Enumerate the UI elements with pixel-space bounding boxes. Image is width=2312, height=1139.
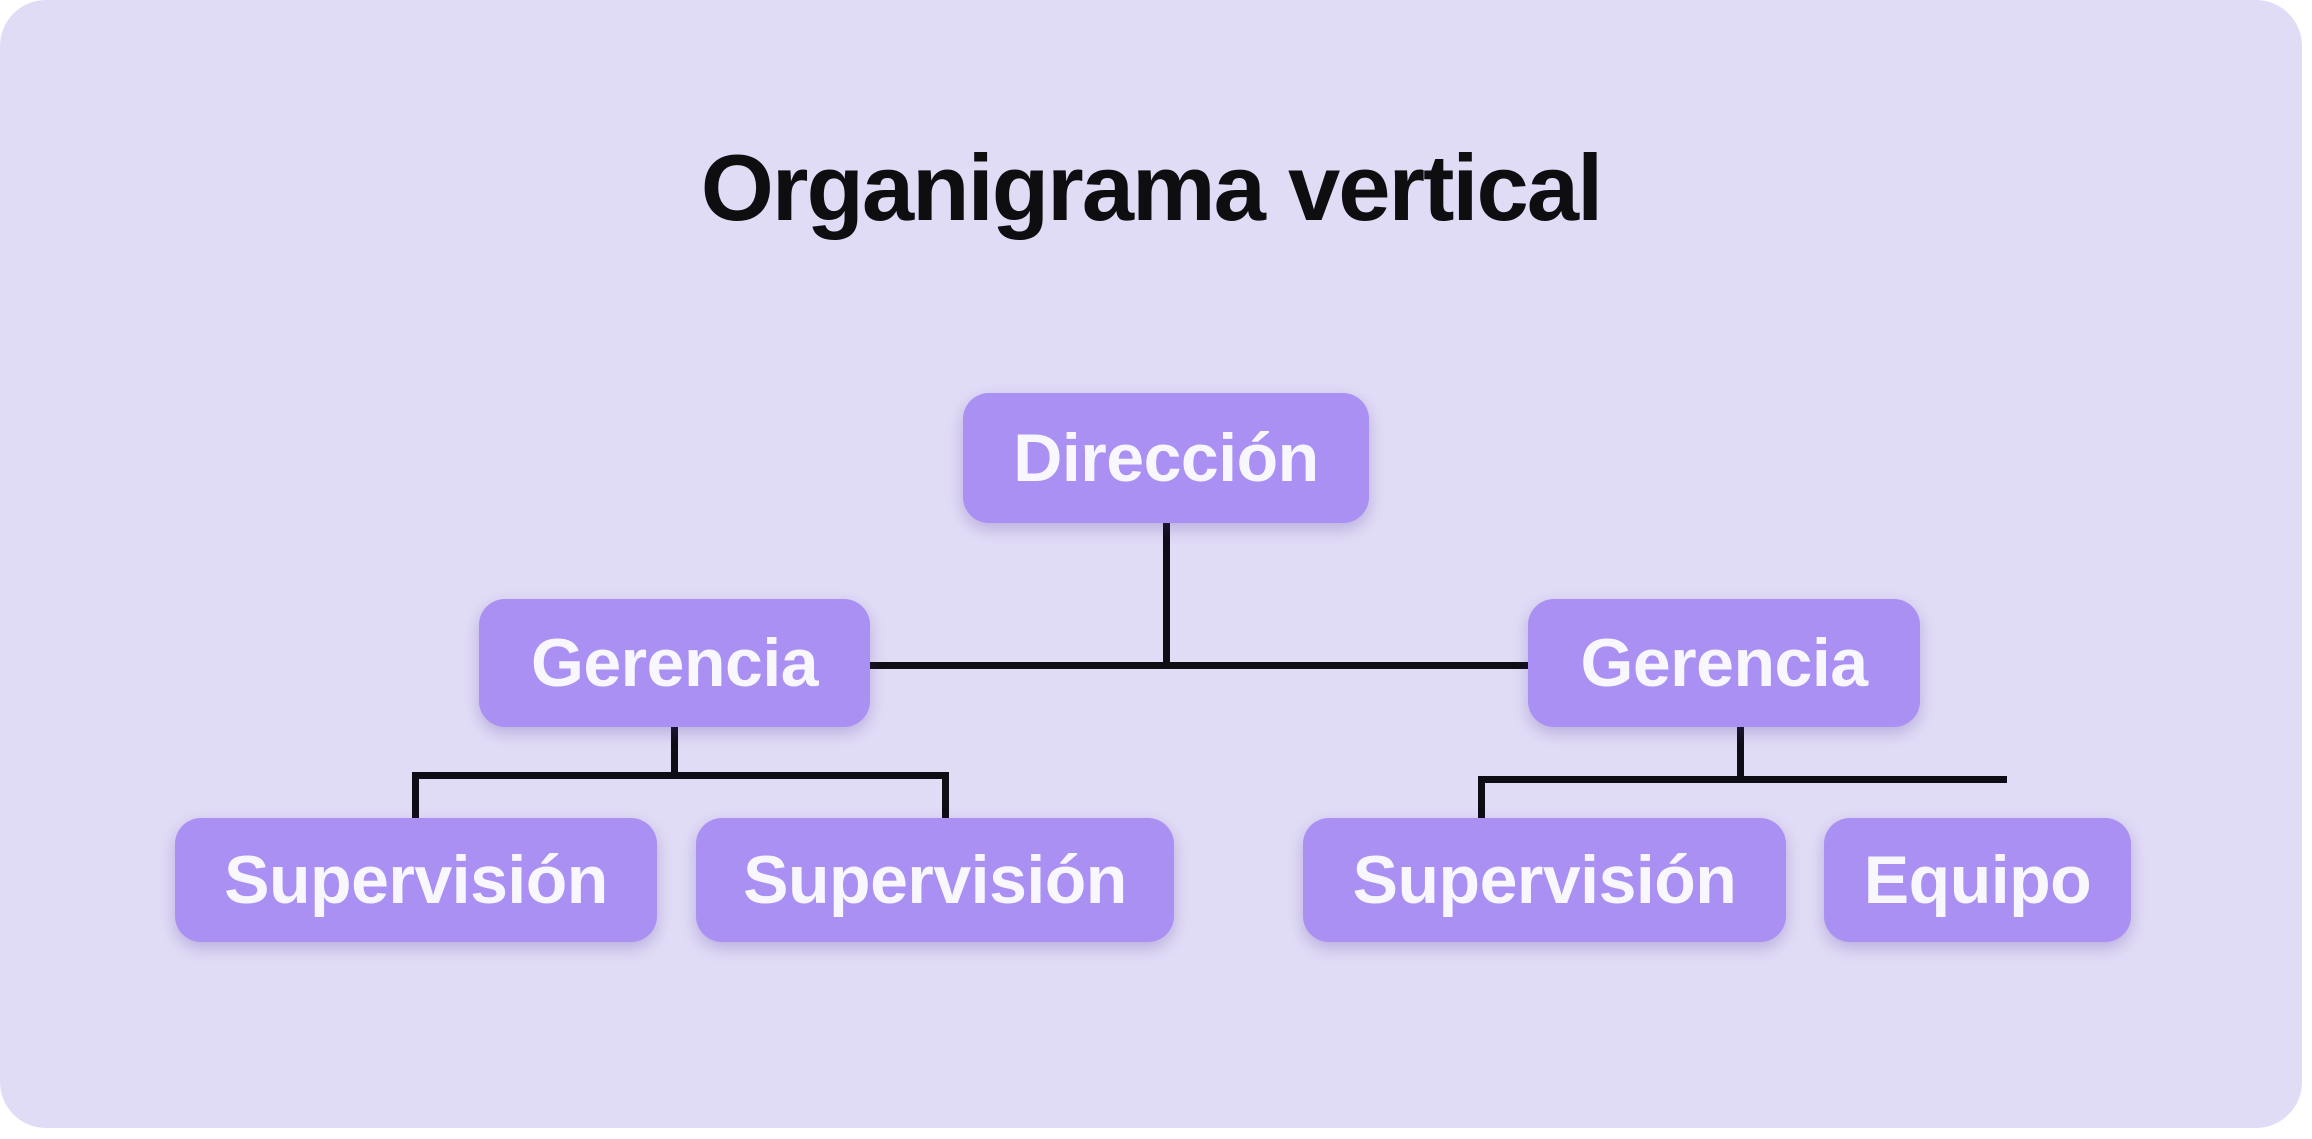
- node-supervision-left-1[interactable]: Supervisión: [175, 818, 657, 942]
- connector-left-child2-drop: [942, 772, 949, 818]
- connector-gerencia-left-drop: [671, 727, 678, 779]
- connector-level2-horizontal: [870, 662, 1534, 669]
- connector-left-child1-drop: [412, 772, 419, 818]
- connector-left-branch-bar: [412, 772, 949, 779]
- connector-right-branch-bar: [1478, 776, 2007, 783]
- node-gerencia-right-label: Gerencia: [1580, 625, 1868, 701]
- node-equipo[interactable]: Equipo: [1824, 818, 2131, 942]
- node-supervision-left-1-label: Supervisión: [224, 842, 608, 918]
- node-gerencia-left-label: Gerencia: [530, 625, 819, 701]
- node-equipo-label: Equipo: [1863, 842, 2092, 918]
- node-gerencia-left[interactable]: Gerencia: [479, 599, 870, 727]
- node-supervision-right[interactable]: Supervisión: [1303, 818, 1786, 942]
- node-supervision-left-2-label: Supervisión: [743, 842, 1127, 918]
- node-direccion[interactable]: Dirección: [963, 393, 1369, 523]
- connector-direccion-drop: [1163, 523, 1170, 669]
- connector-gerencia-right-drop: [1737, 727, 1744, 783]
- node-gerencia-right[interactable]: Gerencia: [1528, 599, 1920, 727]
- chart-title: Organigrama vertical: [700, 135, 1603, 240]
- node-supervision-left-2[interactable]: Supervisión: [696, 818, 1174, 942]
- node-direccion-label: Dirección: [1013, 420, 1319, 496]
- connector-right-child1-drop: [1478, 776, 1485, 818]
- node-supervision-right-label: Supervisión: [1352, 842, 1737, 918]
